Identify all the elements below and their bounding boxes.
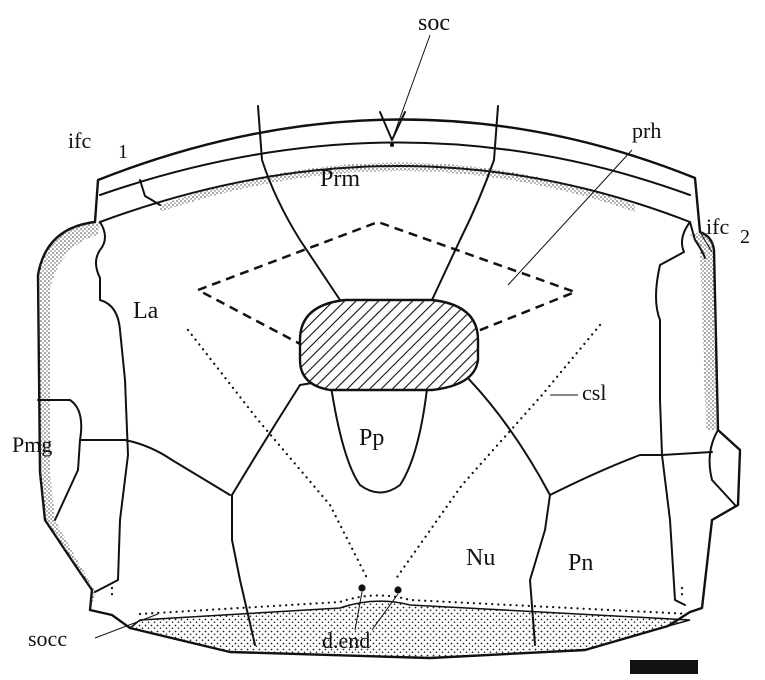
label-soc: soc [418,10,450,36]
d-end-point-1 [358,584,365,591]
label-d-end: d.end [322,628,370,653]
rim-stipple-right [690,232,718,430]
soc-notch [380,112,405,140]
label-ifc1: ifc [68,128,91,153]
prm-right [432,106,498,300]
label-nu: Nu [466,545,495,571]
label-pmg: Pmg [12,432,52,457]
pn-link [550,455,662,495]
soc-dot [390,143,394,147]
label-prm: Prm [320,166,360,192]
label-prh: prh [632,118,661,143]
rim-stipple-left [38,222,100,610]
d-end-point-2 [394,586,401,593]
ifc1-notch [140,180,160,205]
pmg-to-la [80,440,230,495]
label-csl: csl [582,380,606,405]
label-ifc1-sub: 1 [118,141,128,163]
label-ifc2: ifc [706,214,729,239]
soc-leader [392,35,430,140]
prm-left [258,106,340,300]
hatched-oval[interactable] [300,300,478,390]
la-lower [232,385,300,645]
right-bump-link [662,452,712,455]
rim-stipple-top [160,163,635,213]
prh-leader [508,150,632,285]
label-ifc2-sub: 2 [740,226,750,248]
suture-left-vertical [95,222,128,592]
label-la: La [133,298,159,324]
suture-right-vertical [656,222,690,605]
label-pn: Pn [568,550,593,576]
scale-bar [630,660,698,674]
label-socc: socc [28,626,67,651]
label-pp: Pp [359,425,384,451]
